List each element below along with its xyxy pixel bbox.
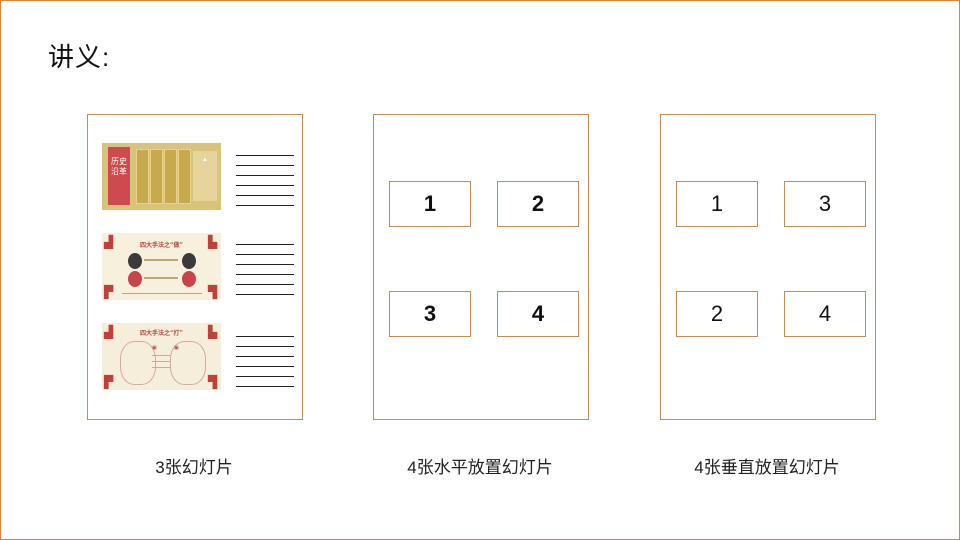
layout-caption-3-slides: 3张幻灯片 — [155, 458, 233, 477]
text-line — [144, 277, 162, 279]
figure-illustration — [182, 253, 196, 269]
handout-page-4-horizontal: 1 2 3 4 — [373, 114, 589, 420]
layout-caption-4-vertical: 4张垂直放置幻灯片 — [694, 458, 840, 477]
scroll-panel — [150, 149, 163, 204]
handout-page-4-vertical: 1 3 2 4 — [660, 114, 876, 420]
slide-box-4: 4 — [497, 291, 579, 337]
text-line — [152, 361, 170, 362]
text-line — [162, 277, 178, 279]
calligraphy-mark: ▛ — [104, 375, 114, 389]
slide-box-1: 1 — [676, 181, 758, 227]
scroll-panel — [136, 149, 149, 204]
calligraphy-mark: ▛ — [104, 285, 114, 299]
text-line — [152, 367, 170, 368]
slide-box-4: 4 — [784, 291, 866, 337]
thumbnail-heading: 四大手法之“做” — [140, 242, 183, 249]
scroll-panel — [164, 149, 177, 204]
text-line — [122, 293, 202, 294]
calligraphy-mark: ▟ — [104, 325, 114, 339]
thumbnail-heading: 四大手法之“打” — [140, 330, 183, 337]
slide-thumbnail-2: ▟ ▙ ▛ ▜ 四大手法之“做” — [102, 233, 221, 300]
figure-illustration — [128, 253, 142, 269]
label-badge: ▣ — [174, 345, 179, 351]
note-lines — [236, 336, 294, 396]
slide-thumbnail-3: ▟ ▙ ▛ ▜ 四大手法之“打” ▣ ▣ — [102, 323, 221, 390]
slide-box-3: 3 — [784, 181, 866, 227]
figure-outline — [120, 341, 156, 385]
calligraphy-mark: ▜ — [208, 285, 218, 299]
slide-box-2: 2 — [676, 291, 758, 337]
figure-illustration — [128, 271, 142, 287]
slide-box-2: 2 — [497, 181, 579, 227]
layout-caption-4-horizontal: 4张水平放置幻灯片 — [407, 458, 553, 477]
text-line — [144, 259, 162, 261]
label-badge: ▣ — [152, 345, 157, 351]
note-lines — [236, 244, 294, 304]
figure-illustration — [182, 271, 196, 287]
slide-thumbnail-1: 历史沿革 ▲ — [102, 143, 221, 210]
calligraphy-mark: ▜ — [208, 375, 218, 389]
slide-box-3: 3 — [389, 291, 471, 337]
note-lines — [236, 155, 294, 215]
text-line — [162, 259, 178, 261]
slide-title: 讲义: — [48, 42, 111, 72]
scroll-panel — [178, 149, 191, 204]
calligraphy-mark: ▟ — [104, 235, 114, 249]
handout-page-3-slides: 历史沿革 ▲ ▟ ▙ ▛ ▜ 四大手法之“做” — [87, 114, 303, 420]
figure-outline — [170, 341, 206, 385]
calligraphy-mark: ▙ — [208, 235, 218, 249]
thumbnail-decoration: ▲ — [193, 151, 217, 201]
calligraphy-mark: ▙ — [208, 325, 218, 339]
text-line — [152, 355, 170, 356]
slide-box-1: 1 — [389, 181, 471, 227]
thumbnail-heading: 历史沿革 — [108, 147, 130, 205]
